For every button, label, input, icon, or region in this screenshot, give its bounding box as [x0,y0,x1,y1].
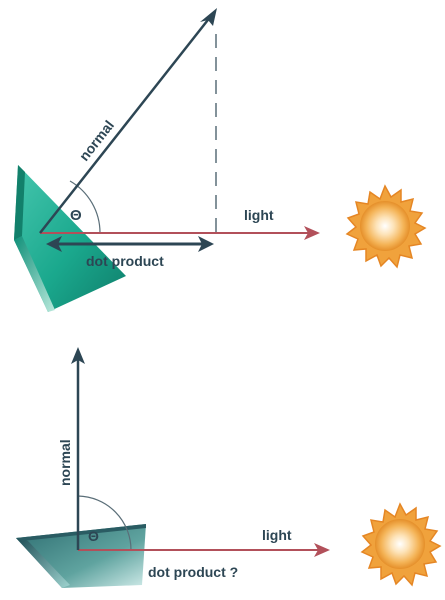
bottom-normal-label: normal [57,439,73,486]
top-normal-label: normal [76,117,117,164]
bottom-light-ray [78,543,330,557]
top-normal-arrow [39,8,217,234]
top-dot-product-label: dot product [86,253,164,269]
top-dot-product-arrow [46,236,214,252]
top-angle-arc [69,180,101,234]
top-light-label: light [244,207,274,223]
bottom-angle-arc [77,495,132,551]
sun-icon [345,184,427,269]
top-figure: normal Θ light dot product [14,8,427,312]
bottom-light-label: light [262,527,292,543]
sun-icon [360,502,442,587]
bottom-normal-arrow [71,347,85,550]
bottom-figure: normal Θ light dot product ? [16,347,442,588]
bottom-surface [16,524,146,588]
top-surface [14,165,126,312]
top-theta-label: Θ [70,207,82,224]
bottom-dot-product-label: dot product ? [148,564,238,580]
bottom-theta-label: Θ [88,528,99,544]
top-light-ray [40,226,320,240]
